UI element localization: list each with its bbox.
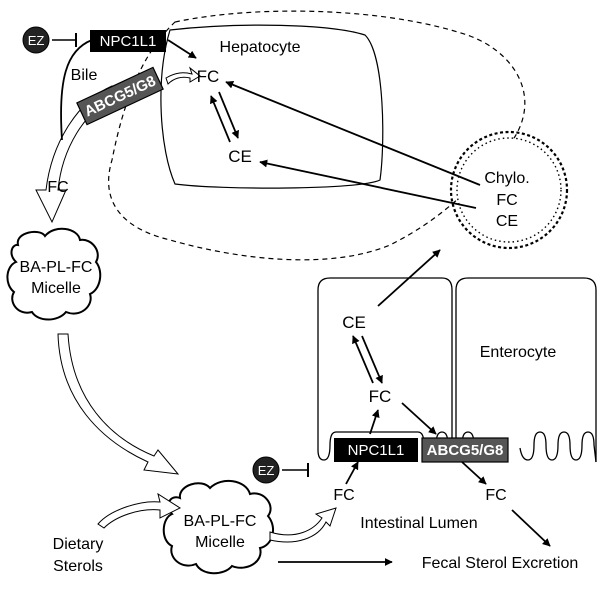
ent-fc-to-ce-arrow (352, 335, 374, 384)
micelle-top-shape (6, 227, 102, 321)
ez-bottom-label: EZ (258, 463, 275, 478)
ent-ce-to-chylo-arrow (377, 249, 441, 307)
ce-to-fc-liver-arrow (210, 95, 231, 143)
dietary-label-line2: Sterols (53, 558, 103, 575)
chylo-label: Chylo. (484, 170, 529, 187)
micelle-to-micelle-arrow (57, 333, 180, 475)
micelle-bottom-label-line1: BA-PL-FC (184, 513, 257, 530)
dietary-label-line1: Dietary (53, 536, 104, 553)
chylo-ce-label: CE (496, 213, 518, 230)
lumen-fc-to-npc1l1-arrow (345, 461, 359, 485)
npc1l1-bottom-box (334, 438, 418, 462)
intestinal-lumen-label: Intestinal Lumen (360, 515, 477, 532)
hepatocyte-cell (160, 24, 384, 189)
micelle-top-label-line1: BA-PL-FC (20, 259, 93, 276)
npc1l1-bottom-label: NPC1L1 (348, 442, 405, 459)
abcg-to-liver-fc-arrow (165, 66, 201, 85)
ez-bottom-circle (252, 456, 280, 484)
hepatocyte-label: Hepatocyte (220, 39, 301, 56)
ent-ce-label: CE (342, 313, 366, 332)
liver-outline (108, 10, 526, 261)
fc-to-ce-liver-arrow (218, 91, 239, 139)
lumen-fc-label: FC (333, 487, 354, 504)
chylo-fc-to-liver-fc-arrow (225, 80, 481, 186)
ez-top-circle (22, 26, 50, 54)
abcg-bottom-label: ABCG5/G8 (427, 442, 504, 459)
dietary-arrow (97, 492, 182, 529)
liver-ce-label: CE (228, 147, 252, 166)
liver-fc-label: FC (197, 67, 220, 86)
npc1l1-to-fc-arrow (167, 39, 197, 59)
enterocyte-villi (317, 431, 597, 463)
npc1l1-to-ent-fc-arrow (369, 409, 380, 435)
chylomicron-inner (456, 137, 562, 243)
npc1l1-top-label: NPC1L1 (100, 33, 157, 50)
ent-fc-label: FC (369, 387, 392, 406)
fecal-excretion-label: Fecal Sterol Excretion (422, 555, 579, 572)
abcg-to-fc-out-arrow (461, 461, 487, 485)
enterocyte-cell-right (455, 277, 597, 462)
npc1l1-top-box (90, 30, 166, 52)
micelle-top-label-line2: Micelle (31, 280, 81, 297)
bile-line (60, 39, 93, 141)
fc-out-label: FC (485, 487, 506, 504)
chylomicron-outer (449, 130, 569, 250)
abcg-top-box (76, 66, 164, 126)
abcg-bottom-box (421, 437, 509, 463)
enterocyte-cell-left (317, 277, 453, 450)
ent-ce-to-fc-arrow (361, 335, 383, 384)
micelle-to-lumen-arrow (269, 507, 337, 543)
bile-label: Bile (71, 67, 98, 84)
micelle-bottom-label-line2: Micelle (195, 534, 245, 551)
fc-out-to-fecal-arrow (511, 509, 551, 547)
enterocyte-label: Enterocyte (480, 344, 557, 361)
chylo-ce-to-liver-ce-arrow (259, 159, 477, 209)
micelle-bottom-shape (162, 479, 275, 575)
chylo-fc-label: FC (496, 192, 517, 209)
ez-top-label: EZ (28, 33, 45, 48)
bile-fc-label: FC (47, 179, 68, 196)
ent-fc-to-abcg-arrow (401, 402, 437, 435)
